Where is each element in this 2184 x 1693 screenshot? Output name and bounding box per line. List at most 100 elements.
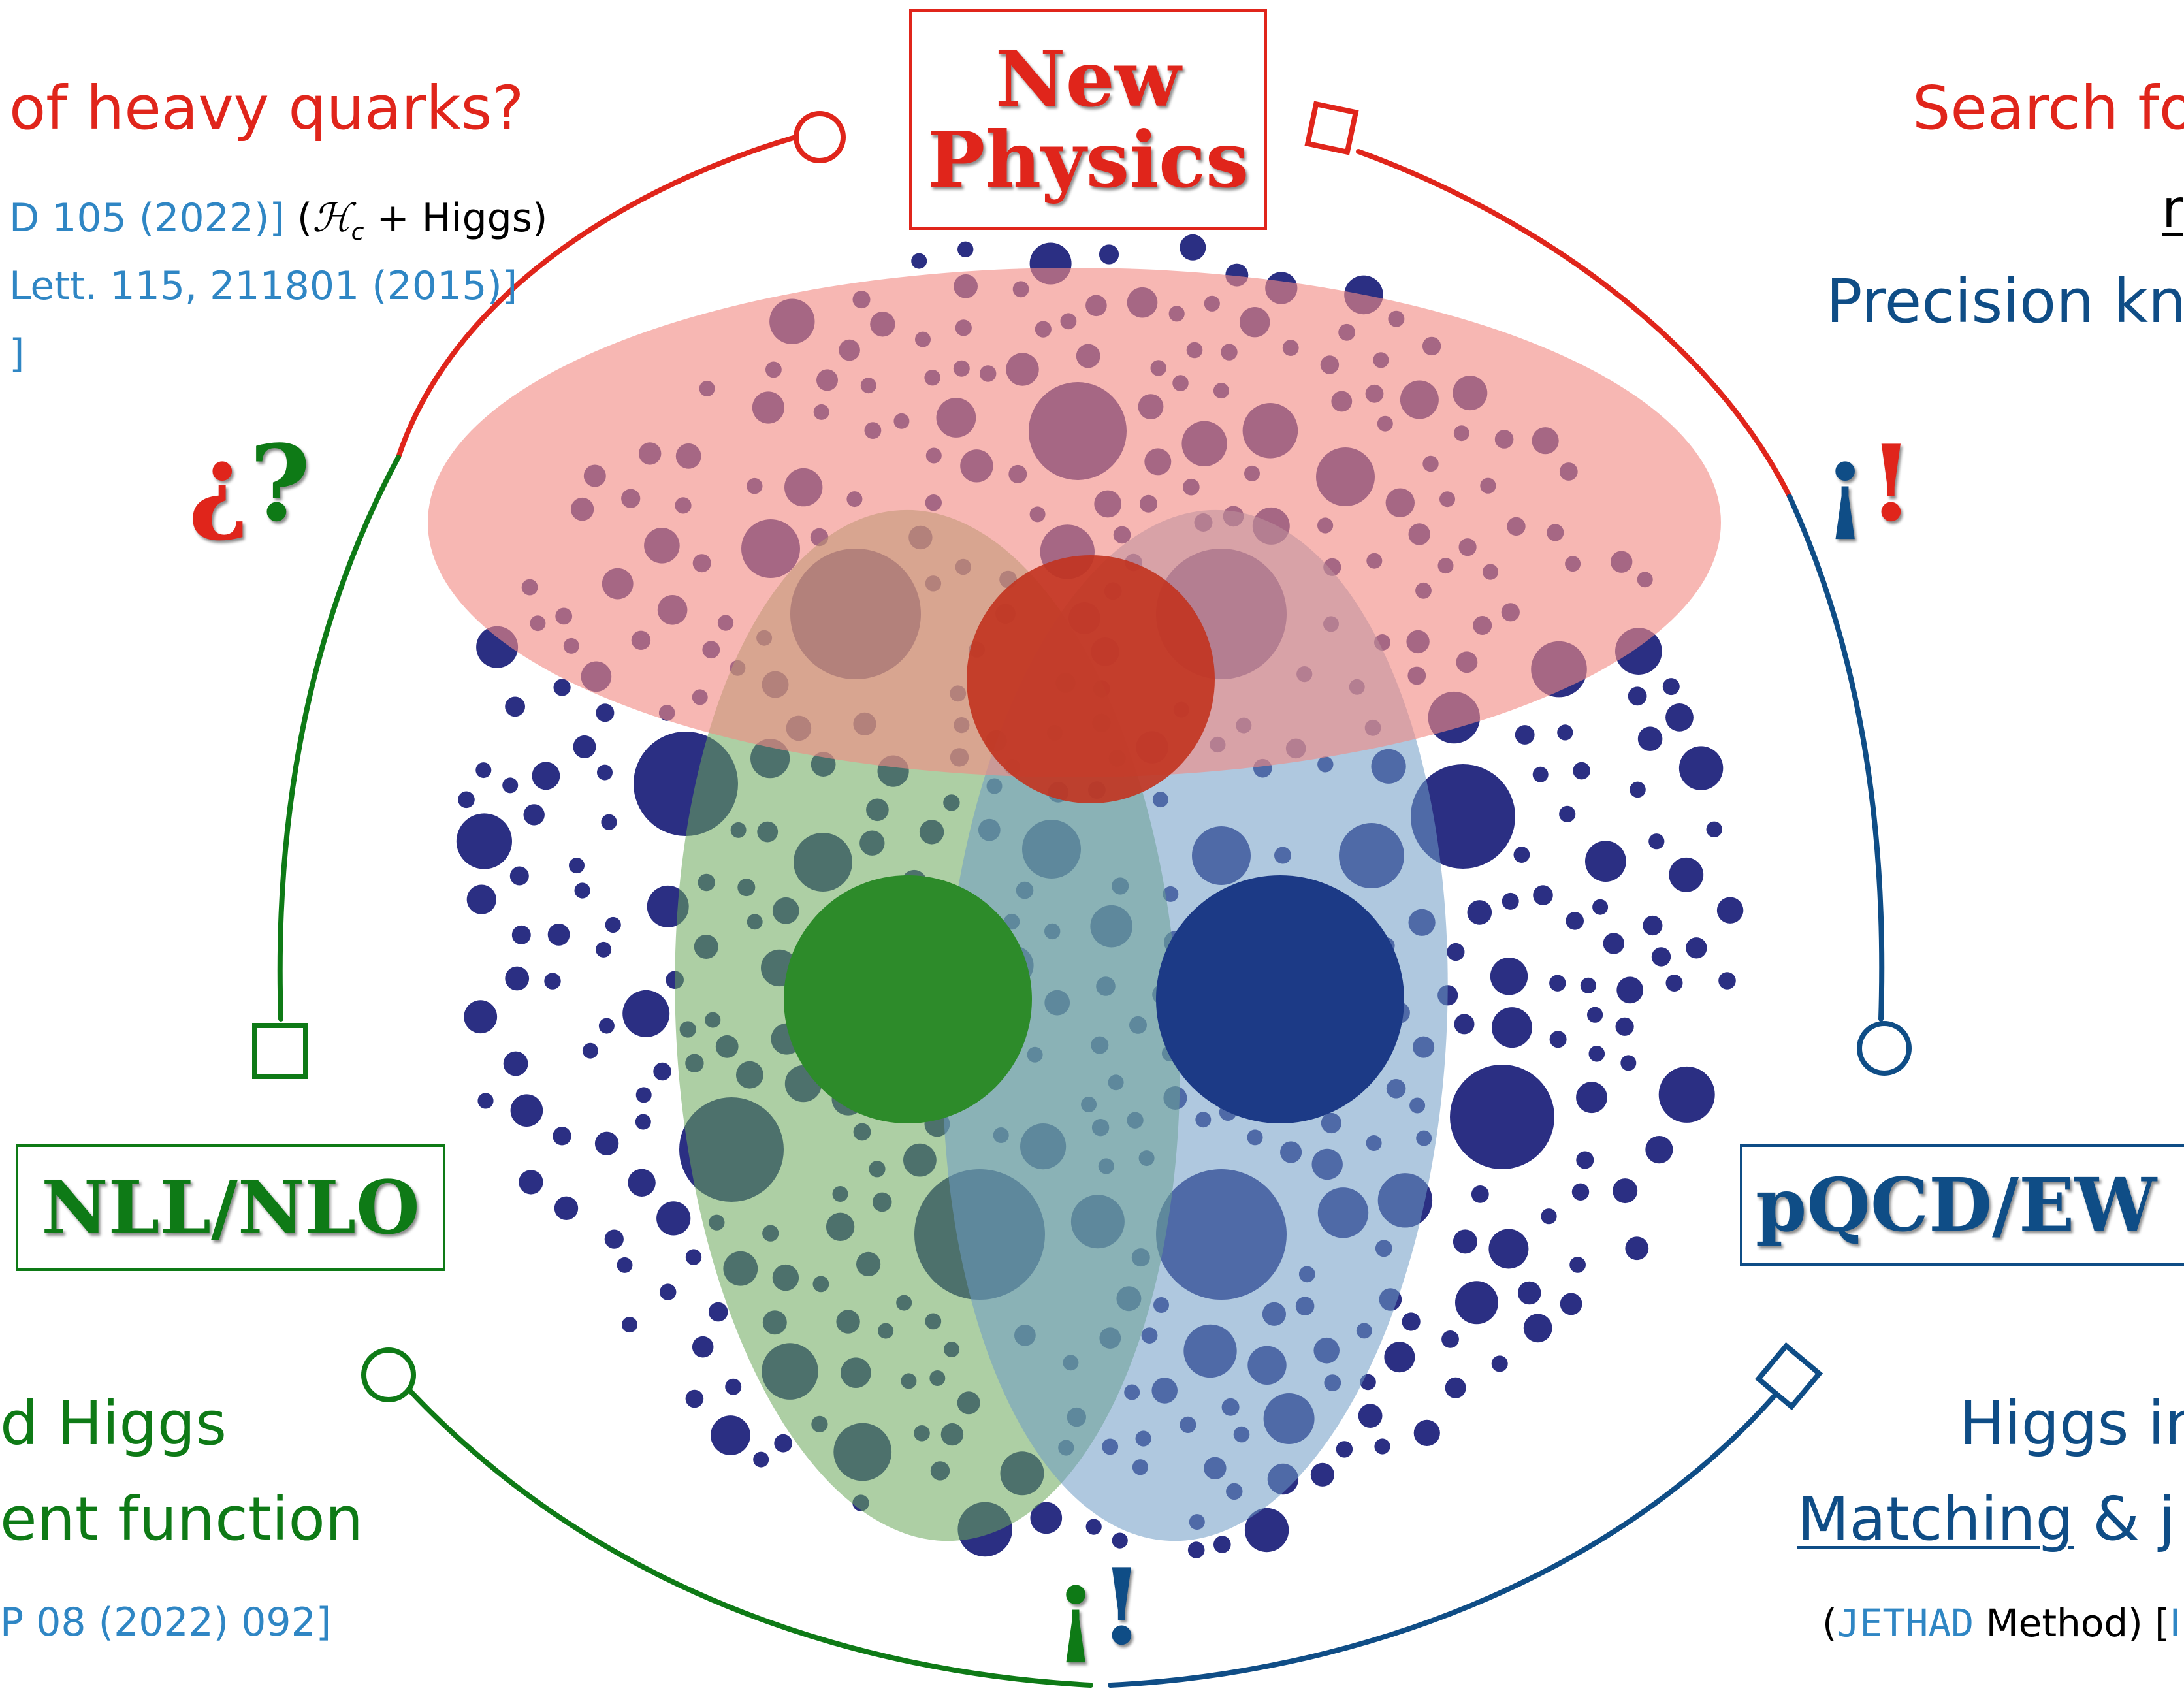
inverted-exclamation-bottom-icon: ¡ [1053,1545,1099,1668]
arc-green-bottom [396,1376,1093,1688]
bubble-dot [1187,1541,1205,1558]
citation-prd-105[interactable]: D 105 (2022)] [9,195,285,241]
bubble-dot [622,990,670,1037]
bubble-dot [1613,1178,1638,1204]
matching-link: Matching [1797,1484,2074,1554]
inverted-question-icon: ¿ [188,422,249,545]
bubble-dot [1030,1502,1063,1534]
citation-jhep-08[interactable]: P 08 (2022) 092] [0,1600,332,1645]
bubble-dot [1213,1536,1231,1553]
new-physics-line1: New [995,33,1181,125]
bubble-dot [477,1093,494,1109]
bubble-dot [1467,900,1492,925]
left-bottom-line1: d Higgs [0,1389,227,1459]
bubble-dot [957,241,974,257]
bubble-dot [711,1415,750,1455]
bubble-dot [582,1042,598,1059]
bubble-dot [1515,725,1535,745]
bubble-dot [1402,1312,1421,1331]
bubble-dot [1244,1508,1289,1553]
right-bottom-method: (JETHAD Method) [I [1822,1601,2181,1645]
bubble-dot [1447,943,1465,961]
bubble-dot [1615,1017,1634,1036]
bubble-dot [597,764,613,781]
bubble-dot [544,973,561,990]
bubble-dot [1549,975,1566,992]
citation-prl-115[interactable]: Lett. 115, 211801 (2015)] [9,263,518,309]
bubble-dot [1603,933,1624,954]
marker-square-green-icon [252,1023,308,1079]
bubble-dot [692,1336,714,1358]
bubble-dot [685,1389,704,1408]
new-physics-line2: Physics [927,114,1249,205]
bubble-dot [458,791,475,809]
bubble-dot [503,1051,528,1076]
bubble-dot [573,735,596,758]
bubble-dot [1616,976,1644,1004]
bubble-dot [505,966,530,991]
bubble-dot [553,679,571,696]
bubble-dot [1450,1065,1554,1169]
ellipse-red [428,268,1721,777]
bubble-dot [685,1249,702,1265]
bubble-dot [1454,1014,1475,1035]
question-icon: ? [249,422,311,545]
question-marks: ¿? [188,431,311,536]
bubble-dot [1678,746,1724,790]
bubble-dot [1665,975,1683,992]
bubble-dot [1648,833,1665,850]
pqcd-ew-label: pQCD/EW [1756,1162,2157,1248]
bubble-dot [519,1170,543,1195]
bubble-dot [911,253,927,269]
right-bottom-line2: Matching & j [1797,1484,2176,1554]
bubble-dot [456,813,513,869]
marker-circle-green-icon [361,1347,416,1402]
nll-nlo-label: NLL/NLO [41,1165,420,1251]
jethad-name: JETHAD [1837,1601,1974,1645]
bubble-dot [596,941,612,958]
bubble-dot [596,703,615,722]
bubble-dot [1502,892,1519,910]
bubble-dot [635,1114,651,1130]
bubble-dot [1455,1281,1498,1325]
bubble-dot [502,777,519,794]
bubble-dot [1441,1330,1459,1348]
bubble-blue [1156,875,1404,1123]
bubble-dot [1099,244,1119,265]
arc-green-left [277,455,401,1022]
bubble-dot [1576,1151,1594,1169]
bubble-dot [1630,781,1646,798]
bubble-dot [594,1131,619,1156]
right-bottom-line1: Higgs in [1959,1389,2184,1459]
bubble-dot [1706,821,1722,838]
bubble-dot [1718,972,1736,990]
bubble-dot [1571,1183,1590,1201]
left-top-line1: D 105 (2022)] (ℋc + Higgs) [9,195,548,246]
bubble-dot [622,1317,637,1333]
bubble-dot [569,858,585,874]
arc-blue-right [1787,494,1885,1022]
left-bottom-line2: ent function [0,1484,364,1554]
bubble-dot [1620,1055,1637,1071]
bubble-dot [1588,1046,1605,1062]
bubble-dot [1180,234,1206,261]
arc-red-left [396,131,810,460]
bubble-dot [1491,1355,1508,1372]
bubble-dot [605,916,621,933]
bubble-dot [1549,1031,1567,1048]
bubble-dot [532,762,560,790]
citation-fragment[interactable]: ] [9,331,25,377]
bubble-dot [1557,724,1573,741]
bubble-dot [1576,1082,1607,1114]
bubble-dot [1517,1281,1541,1305]
bubble-dot [1569,1257,1586,1273]
bubble-dot [653,1062,671,1081]
bubble-dot [1686,937,1707,959]
bubble-red [967,555,1215,803]
bubble-dot [1336,1441,1353,1458]
bubble-dot [1587,1007,1603,1023]
bubble-dot [1560,1293,1582,1315]
marker-circle-red-icon [794,111,846,163]
pqcd-ew-box: pQCD/EW [1740,1144,2184,1266]
